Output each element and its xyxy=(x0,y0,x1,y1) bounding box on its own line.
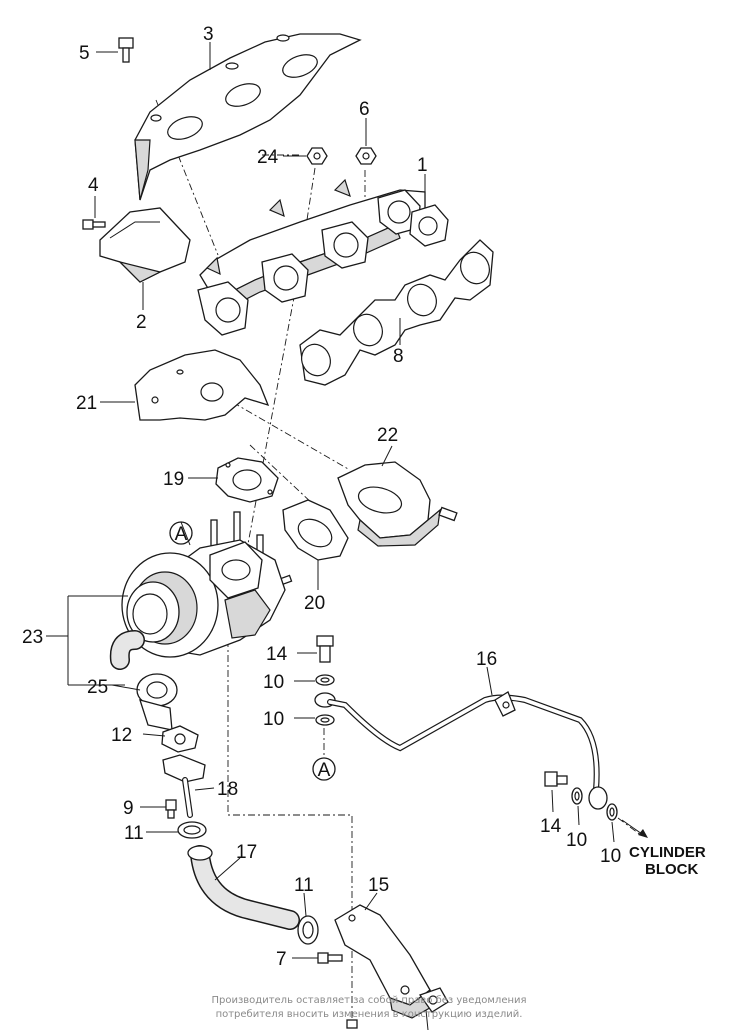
bracket-15 xyxy=(334,904,449,1019)
label-12: 12 xyxy=(111,725,132,746)
label-14-upper: 14 xyxy=(266,644,288,665)
direction-arrow xyxy=(621,819,648,838)
label-15: 15 xyxy=(368,875,389,896)
label-7: 7 xyxy=(276,949,287,970)
destination-line-1: CYLINDER xyxy=(629,844,706,861)
label-20: 20 xyxy=(304,593,325,614)
nut-24 xyxy=(306,147,328,165)
bracket-2 xyxy=(99,207,191,283)
banjo-bolt-14-upper xyxy=(316,635,334,663)
label-17: 17 xyxy=(236,842,257,863)
label-10-d: 10 xyxy=(600,846,621,867)
label-9: 9 xyxy=(123,798,134,819)
label-19: 19 xyxy=(163,469,184,490)
oil-return-pipe-18 xyxy=(162,754,206,818)
footer-disclaimer: Производитель оставляет за собой право б… xyxy=(211,995,526,1020)
callout-a-bottom-text: A xyxy=(318,760,331,781)
banjo-bolt-14-lower xyxy=(544,771,568,787)
label-11-upper: 11 xyxy=(124,823,144,844)
label-14-lower: 14 xyxy=(540,816,562,837)
label-3: 3 xyxy=(203,24,214,45)
label-2: 2 xyxy=(136,312,147,333)
bolt-9 xyxy=(165,799,177,819)
label-5: 5 xyxy=(79,43,90,64)
washer-10-b xyxy=(315,714,335,726)
cylinder-block-label: CYLINDER BLOCK xyxy=(629,844,706,878)
footer-line-1: Производитель оставляет за собой право б… xyxy=(211,995,526,1006)
washer-10-d xyxy=(606,803,618,821)
leader-lines xyxy=(46,42,615,1030)
turbocharger-assembly xyxy=(121,511,293,658)
bolt-7 xyxy=(317,952,343,964)
label-4: 4 xyxy=(88,175,99,196)
bolt-bottom xyxy=(346,1019,358,1029)
oil-feed-pipe-16 xyxy=(314,691,608,810)
label-10-a: 10 xyxy=(263,672,284,693)
label-6: 6 xyxy=(359,99,370,120)
compressor-outlet-25 xyxy=(109,630,178,731)
label-16: 16 xyxy=(476,649,497,670)
callout-a-top: A xyxy=(169,521,193,545)
label-1: 1 xyxy=(417,155,428,176)
callout-a-bottom: A xyxy=(312,757,336,781)
bolt-5 xyxy=(118,37,134,63)
callout-a-top-text: A xyxy=(175,524,188,545)
heat-shield-upper xyxy=(134,33,362,201)
destination-line-2: BLOCK xyxy=(645,861,698,878)
heat-shield-lower xyxy=(134,349,270,421)
label-8: 8 xyxy=(393,346,404,367)
label-21: 21 xyxy=(76,393,97,414)
gasket-19 xyxy=(215,457,279,503)
clamp-11-upper xyxy=(177,821,207,839)
manifold-gasket xyxy=(299,239,494,386)
exhaust-manifold xyxy=(197,178,449,336)
footer-line-2: потребителя вносить изменения в конструк… xyxy=(216,1009,523,1020)
oil-return-hose-17 xyxy=(187,845,300,930)
label-23: 23 xyxy=(22,627,43,648)
label-24: 24 xyxy=(257,147,279,168)
label-11-lower: 11 xyxy=(294,875,314,896)
label-25: 25 xyxy=(87,677,108,698)
label-18: 18 xyxy=(217,779,238,800)
gasket-12 xyxy=(161,725,199,753)
label-10-c: 10 xyxy=(566,830,587,851)
label-10-b: 10 xyxy=(263,709,284,730)
gasket-20 xyxy=(282,499,349,561)
exhaust-adapter-22 xyxy=(337,461,458,547)
nut-6 xyxy=(355,147,377,165)
clamp-11-lower xyxy=(297,915,319,945)
washer-10-a xyxy=(315,674,335,686)
label-22: 22 xyxy=(377,425,398,446)
part-number-labels: 5 3 4 2 24 6 1 8 21 22 19 20 23 25 12 18… xyxy=(22,24,621,970)
bolt-4 xyxy=(82,219,106,230)
washer-10-c xyxy=(571,787,583,805)
